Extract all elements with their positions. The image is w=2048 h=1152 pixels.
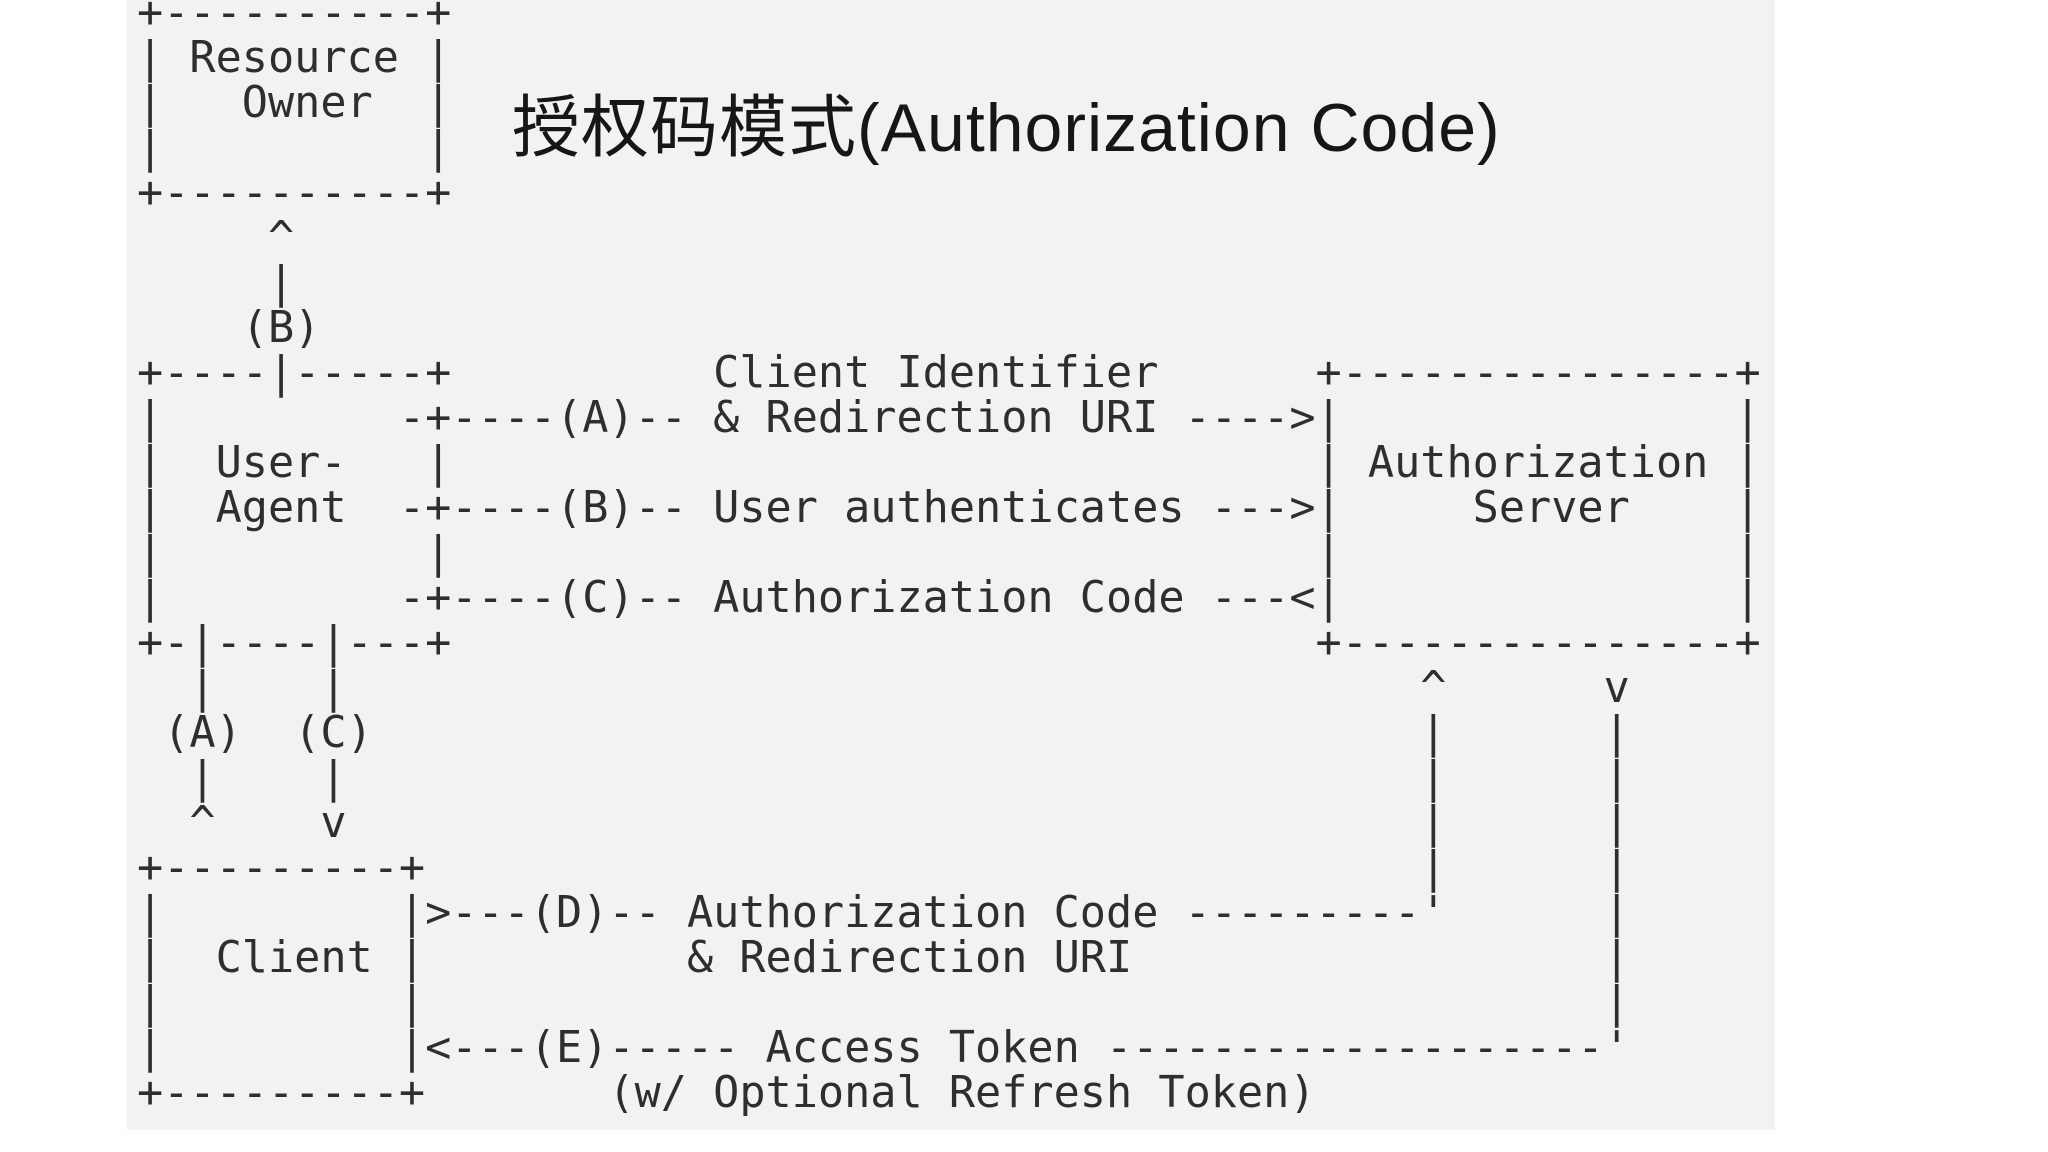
slide-title: 授权码模式(Authorization Code) xyxy=(512,90,1501,166)
slide-background: +----------+ | Resource | | Owner | | | … xyxy=(127,0,1775,1130)
oauth-authorization-code-flow-ascii-diagram: +----------+ | Resource | | Owner | | | … xyxy=(137,0,1761,1118)
